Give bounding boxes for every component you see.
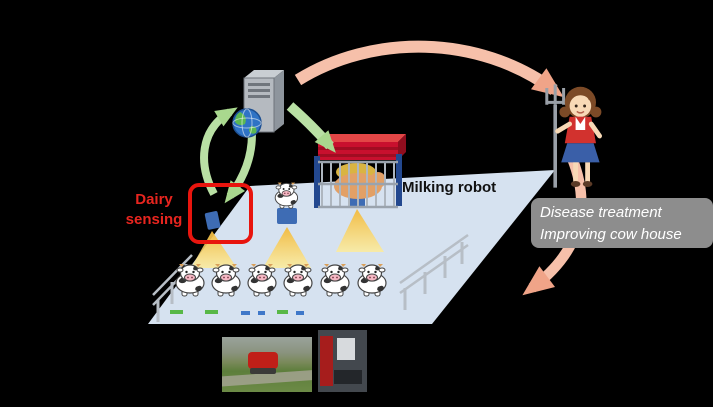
machine-base bbox=[334, 370, 362, 384]
telemetry-marks bbox=[170, 310, 304, 315]
right-fence-icon bbox=[399, 233, 469, 310]
dairy-sensing-line1: Dairy bbox=[135, 191, 173, 208]
treatment-box: Disease treatment Improving cow house bbox=[531, 198, 713, 248]
treatment-line1: Disease treatment bbox=[540, 204, 662, 221]
light-cone-icon bbox=[336, 209, 384, 252]
globe-icon bbox=[232, 108, 262, 138]
sensor-icon bbox=[204, 211, 221, 230]
machine-white-panel bbox=[337, 338, 355, 360]
light-cone-icon bbox=[191, 231, 237, 268]
server-to-robot-arrow-icon bbox=[286, 102, 336, 153]
treatment-line2: Improving cow house bbox=[540, 225, 682, 243]
machine-red-panel bbox=[320, 336, 333, 386]
milking-robot-photo bbox=[318, 330, 367, 392]
light-cone-icons bbox=[191, 209, 384, 268]
cycle-up-arrow-icon bbox=[200, 107, 238, 196]
milking-robot-label: Milking robot bbox=[402, 179, 497, 196]
feed-robot-photo bbox=[222, 337, 312, 392]
server-icon bbox=[232, 70, 284, 138]
server-to-farmer-arrow-icon bbox=[294, 40, 564, 98]
sensor-icon bbox=[277, 208, 297, 224]
dairy-sensing-line2: sensing bbox=[125, 211, 183, 229]
feed-robot-body bbox=[248, 352, 278, 369]
light-cone-icon bbox=[263, 227, 311, 268]
milking-robot-icon bbox=[314, 134, 406, 209]
sensing-highlight-box bbox=[188, 183, 253, 244]
dairy-sensing-label: Dairy sensing bbox=[118, 190, 190, 231]
sensor-icons bbox=[204, 197, 365, 230]
farmer-icon bbox=[545, 84, 603, 188]
feed-robot-base bbox=[250, 368, 276, 374]
